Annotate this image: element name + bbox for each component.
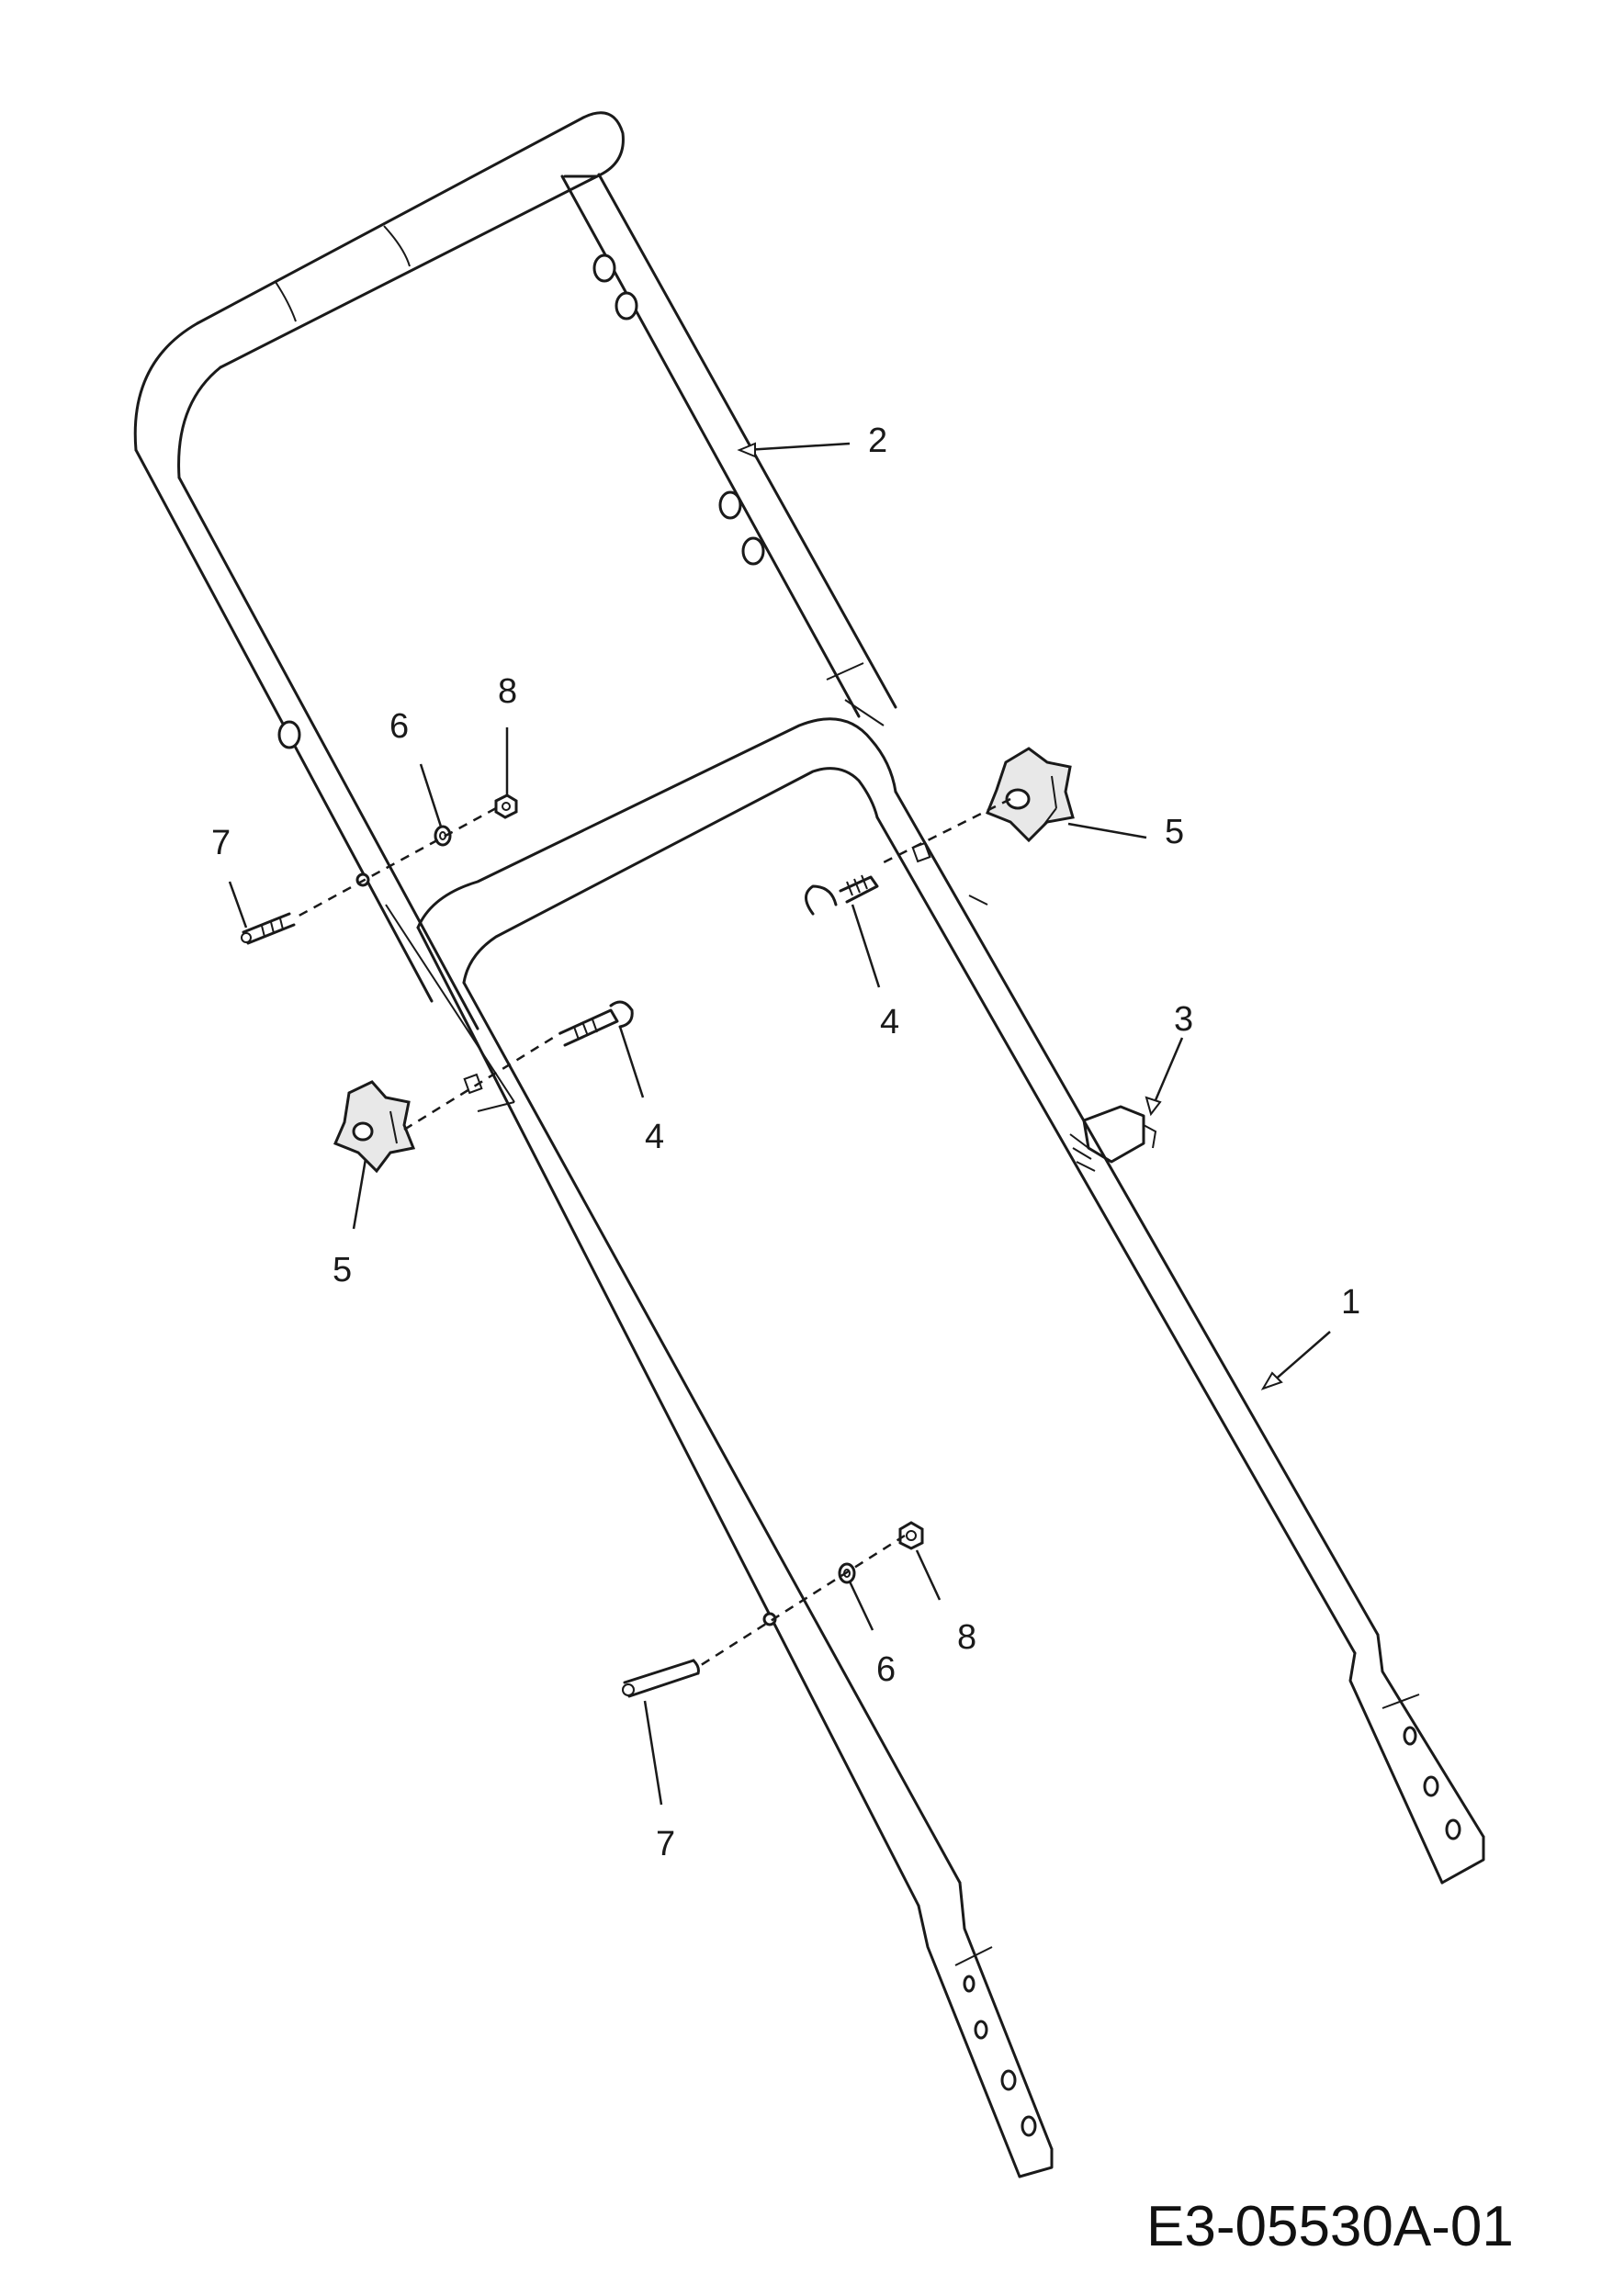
bolt-upper-left — [241, 912, 296, 945]
callout-3: 3 — [1174, 1000, 1193, 1039]
figure-id: E3-05530A-01 — [1146, 2195, 1514, 2258]
cable-clip — [1069, 1105, 1157, 1172]
upper-handle — [133, 111, 897, 1030]
nut-upper — [494, 793, 518, 819]
callout-5-right: 5 — [1165, 813, 1184, 851]
bolt-lower-left — [622, 1659, 700, 1698]
callout-7-upper: 7 — [211, 824, 231, 862]
callout-6-upper: 6 — [389, 707, 409, 746]
callout-2: 2 — [868, 422, 887, 460]
carriage-bolt-lower — [558, 1000, 634, 1047]
washer-upper — [434, 825, 452, 847]
callout-5-left: 5 — [333, 1251, 352, 1289]
callout-8-upper: 8 — [498, 672, 517, 711]
callouts: 1 2 3 4 4 5 5 6 6 7 7 8 8 — [211, 422, 1360, 1863]
callout-6-lower: 6 — [876, 1650, 896, 1689]
nut-lower — [898, 1521, 924, 1550]
star-knob-upper — [986, 747, 1075, 843]
carriage-bolt-upper — [805, 874, 879, 916]
callout-4-lower: 4 — [645, 1118, 664, 1156]
lower-handle — [385, 717, 1485, 2178]
callout-7-lower: 7 — [656, 1825, 675, 1863]
callout-1: 1 — [1341, 1283, 1360, 1322]
callout-4-upper: 4 — [880, 1003, 899, 1041]
assembly-lines — [293, 797, 1011, 1669]
callout-8-lower: 8 — [957, 1618, 976, 1657]
star-knob-lower — [333, 1080, 416, 1174]
leader-lines — [228, 442, 1331, 1806]
